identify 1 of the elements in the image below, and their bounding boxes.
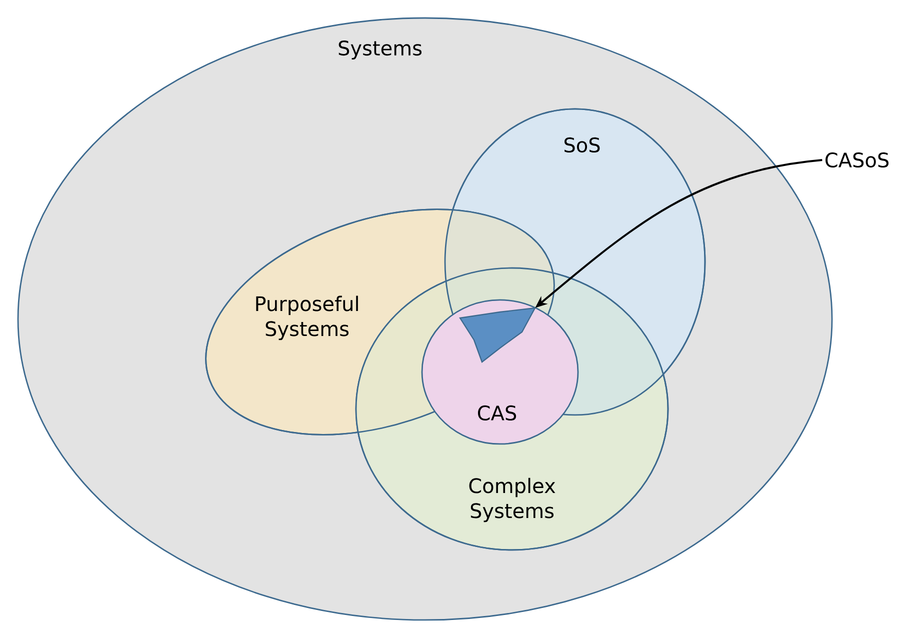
intersection-region (459, 307, 536, 363)
